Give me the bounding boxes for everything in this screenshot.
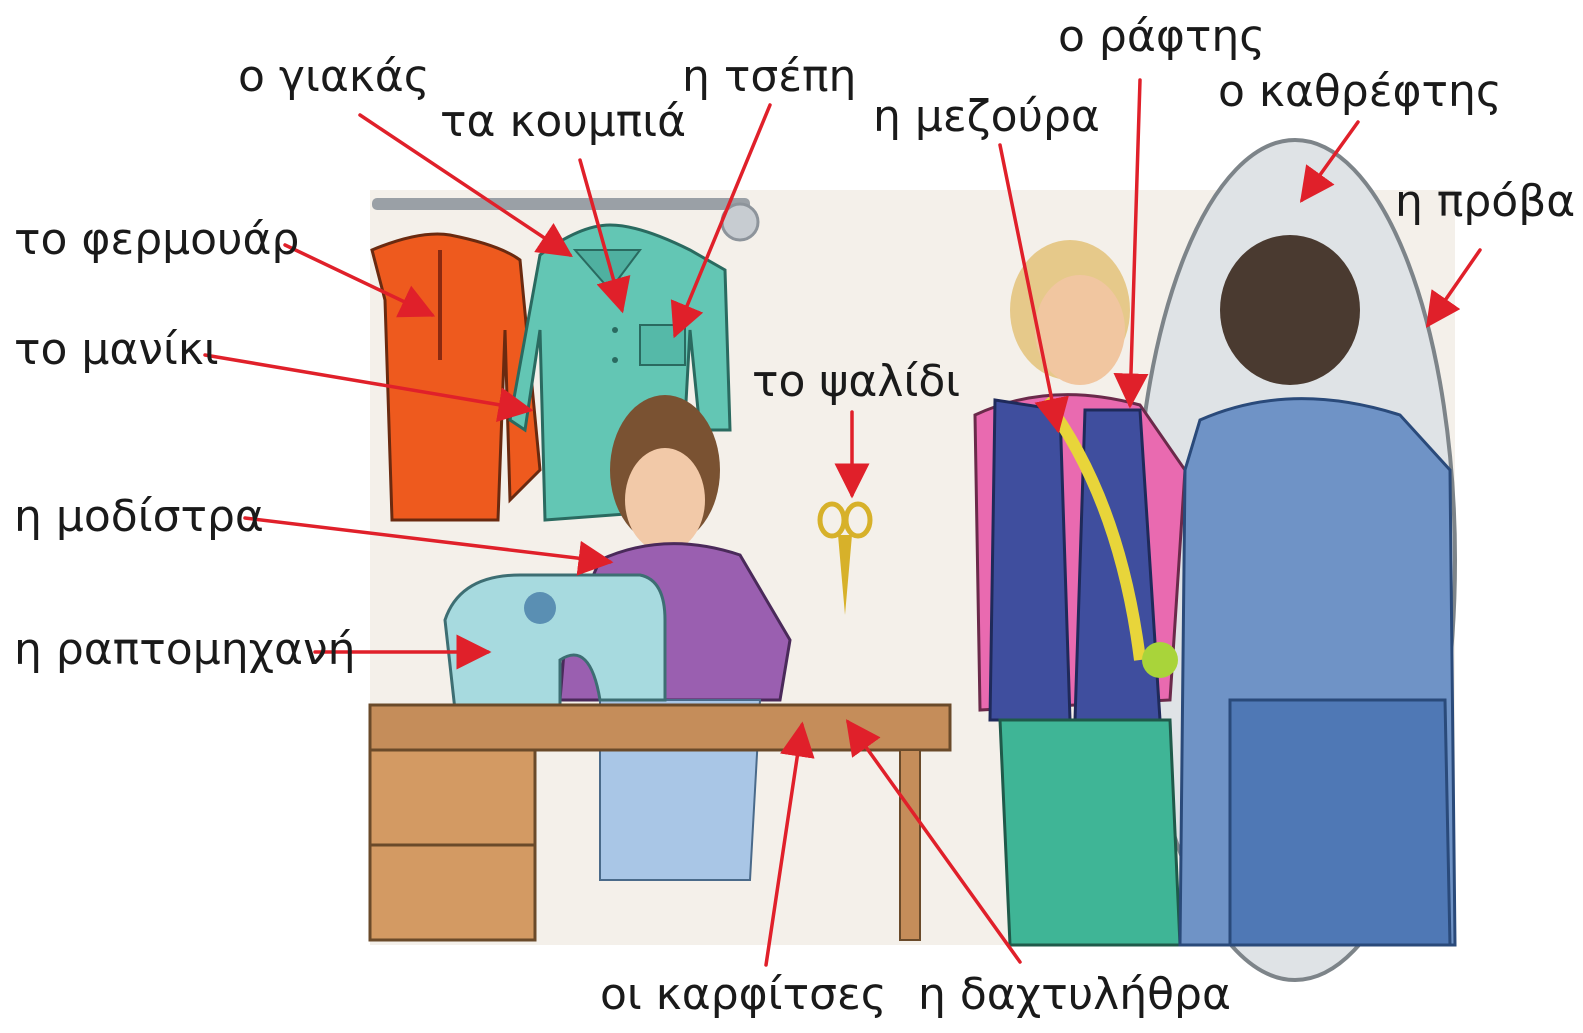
label-psalidi: το ψαλίδι — [752, 360, 960, 404]
label-karfitses: οι καρφίτσες — [600, 973, 887, 1017]
label-daxtulithra: η δαχτυλήθρα — [918, 973, 1231, 1017]
label-mezoura: η μεζούρα — [873, 95, 1100, 139]
label-fermouar: το φερμουάρ — [14, 218, 299, 262]
label-giakas: ο γιακάς — [238, 55, 430, 99]
sewing-machine — [445, 575, 665, 710]
label-prova: η πρόβα — [1395, 180, 1575, 224]
label-raptomichani: η ραπτομηχανή — [14, 628, 355, 672]
orange-shirt — [372, 234, 540, 520]
label-raftis: ο ράφτης — [1058, 15, 1265, 59]
label-modistra: η μοδίστρα — [14, 495, 264, 539]
label-tsepi: η τσέπη — [682, 55, 856, 99]
label-koumpia: τα κουμπιά — [440, 100, 686, 144]
label-maniki: το μανίκι — [14, 328, 219, 372]
label-kathreftis: ο καθρέφτης — [1218, 70, 1502, 114]
